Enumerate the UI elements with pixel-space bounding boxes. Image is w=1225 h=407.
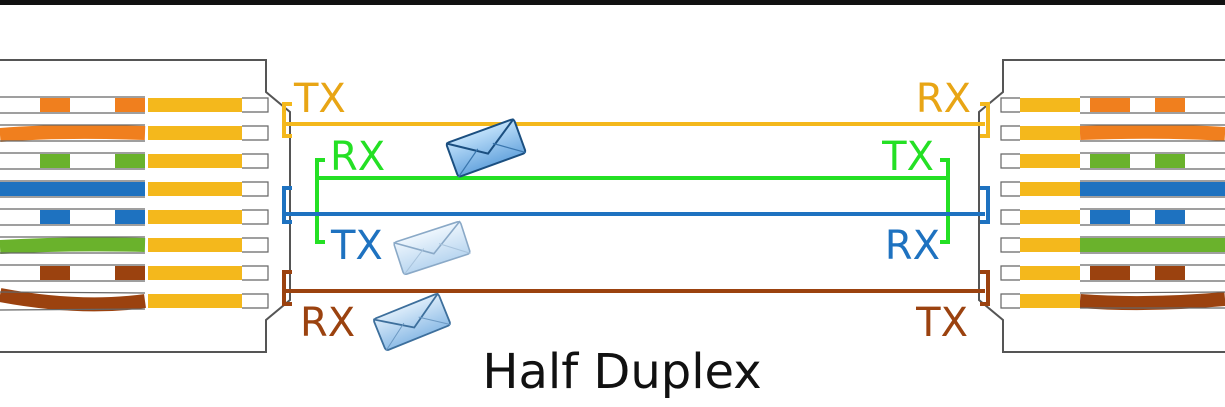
left-brown-label: RX (300, 300, 355, 346)
pair-labels: TX RX TX RX RX TX RX TX (293, 76, 971, 346)
left-connector (0, 59, 291, 353)
right-orange-label: RX (916, 76, 971, 122)
left-orange-bracket (282, 102, 292, 138)
left-plug-pins (148, 97, 269, 309)
envelope-icon (445, 118, 527, 178)
left-blue-bracket (282, 186, 292, 224)
diagram-title: Half Duplex (482, 344, 761, 400)
signal-lines (282, 102, 990, 306)
right-plug-pins (1000, 97, 1080, 309)
right-green-label: TX (881, 134, 934, 180)
left-green-label: RX (330, 134, 385, 180)
right-cable-wires (1079, 96, 1225, 311)
right-brown-bracket (980, 270, 990, 306)
right-green-bracket (940, 158, 950, 244)
envelope-icon (393, 220, 471, 276)
right-connector (978, 59, 1225, 353)
left-blue-label: TX (330, 223, 383, 269)
left-brown-bracket (282, 270, 292, 306)
right-blue-bracket (980, 186, 990, 224)
right-brown-label: TX (915, 300, 968, 346)
left-green-bracket (315, 158, 325, 244)
left-orange-label: TX (293, 76, 346, 122)
left-plug-body (0, 59, 291, 353)
left-cable-wires (0, 96, 146, 312)
top-bar (0, 0, 1225, 5)
envelope-icon (373, 292, 451, 352)
right-plug-body (978, 59, 1225, 353)
right-blue-label: RX (885, 223, 940, 269)
right-orange-bracket (980, 102, 990, 138)
